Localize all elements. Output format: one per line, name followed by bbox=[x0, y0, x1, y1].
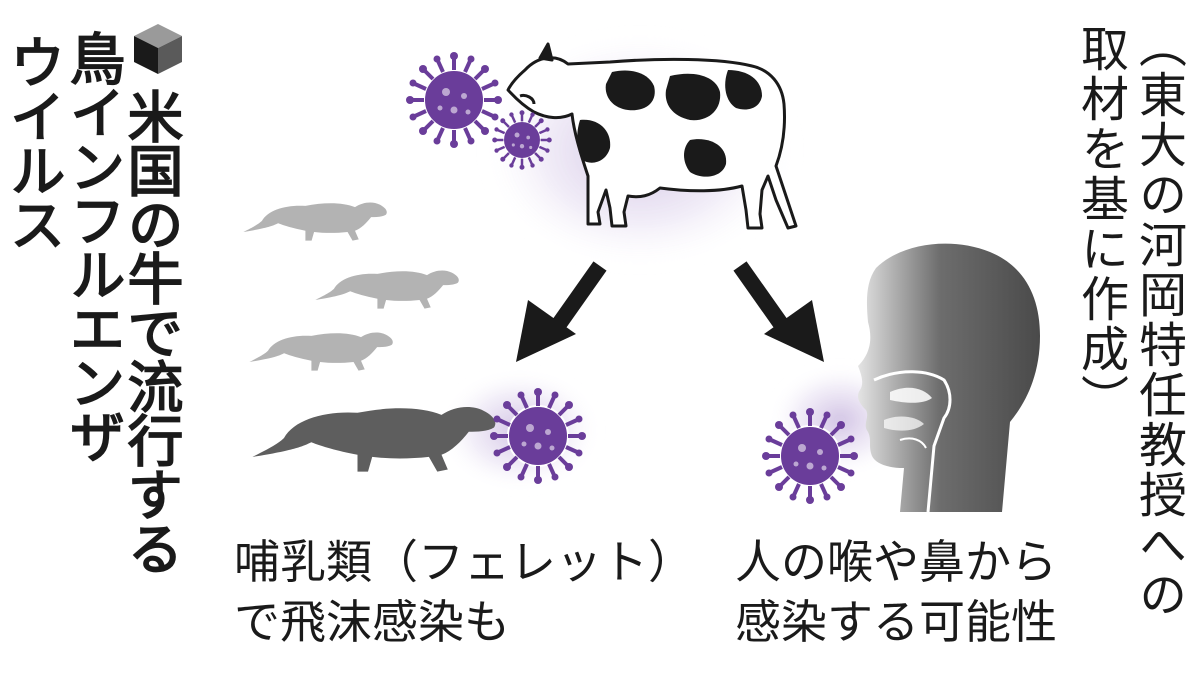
caption-human-line-2: 感染する可能性 bbox=[735, 595, 1057, 649]
virus-icon bbox=[488, 386, 588, 486]
ferret-icon bbox=[243, 202, 387, 241]
caption-mammal-line-1: 哺乳類（フェレット） bbox=[234, 535, 694, 589]
ferret-icon bbox=[315, 270, 459, 309]
source-note-line-1: （東大の河岡特任教授への bbox=[1130, 20, 1186, 620]
arrow-icon bbox=[516, 261, 607, 362]
arrow-icon bbox=[733, 261, 824, 362]
caption-mammal-line-2: で飛沫感染も bbox=[234, 595, 510, 649]
title-line-3: ウイルス bbox=[0, 34, 65, 250]
ferret-icons-light bbox=[243, 202, 459, 371]
virus-icon bbox=[760, 406, 860, 506]
caption-human: 人の喉や鼻から 感染する可能性 bbox=[735, 532, 1057, 652]
virus-icon bbox=[404, 50, 504, 150]
virus-icon bbox=[490, 108, 554, 171]
title-line-2: 鳥インフルエンザ bbox=[60, 30, 125, 462]
ferret-icon bbox=[249, 332, 393, 371]
cube-icon bbox=[130, 20, 186, 76]
source-note-line-2: 取材を基に作成） bbox=[1072, 24, 1128, 424]
caption-mammal: 哺乳類（フェレット） で飛沫感染も bbox=[234, 532, 694, 652]
caption-human-line-1: 人の喉や鼻から bbox=[735, 535, 1057, 589]
title-line-1: 米国の牛で流行する bbox=[118, 88, 183, 574]
cow-icon bbox=[506, 42, 798, 230]
human-head-icon bbox=[858, 243, 1040, 513]
